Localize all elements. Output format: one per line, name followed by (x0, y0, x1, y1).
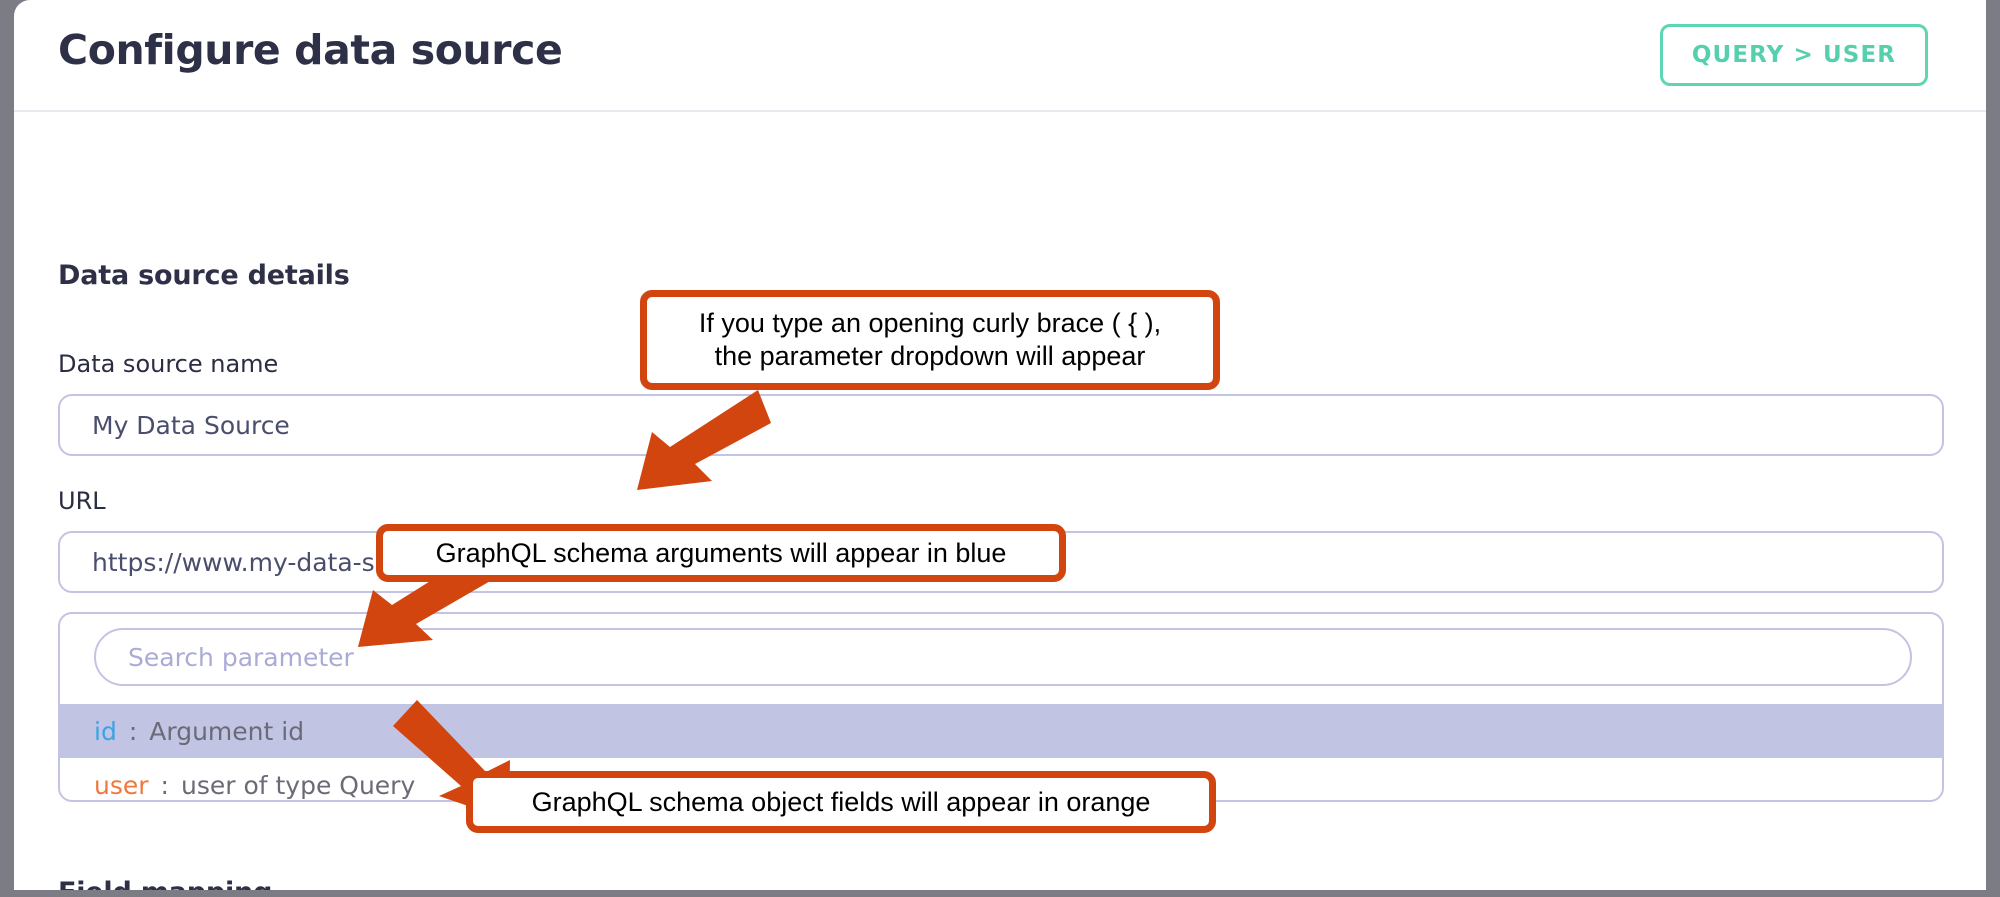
parameter-list: id : Argument id user : user of type Que… (60, 704, 1942, 800)
parameter-description-id: Argument id (149, 716, 305, 746)
parameter-key-user: user (94, 770, 149, 800)
parameter-colon: : (128, 716, 138, 746)
parameter-dropdown-panel: Search parameter id : Argument id user :… (58, 612, 1944, 802)
parameter-option-id[interactable]: id : Argument id (60, 704, 1942, 758)
annotation-callout-1: If you type an opening curly brace ( { )… (640, 290, 1220, 390)
search-parameter-input[interactable]: Search parameter (94, 628, 1912, 686)
annotation-callout-1-line1: If you type an opening curly brace ( { )… (698, 308, 1162, 339)
page-title: Configure data source (58, 26, 563, 74)
parameter-description-user: user of type Query (180, 770, 416, 800)
data-source-name-input[interactable]: My Data Source (58, 394, 1944, 456)
query-user-breadcrumb-button[interactable]: QUERY > USER (1660, 24, 1928, 86)
annotation-callout-3-line1: GraphQL schema object fields will appear… (531, 786, 1151, 817)
parameter-option-user[interactable]: user : user of type Query (60, 758, 1942, 800)
url-label: URL (58, 487, 106, 515)
window-header: Configure data source QUERY > USER (14, 0, 1986, 112)
annotation-callout-2: GraphQL schema arguments will appear in … (376, 524, 1066, 582)
data-source-details-heading: Data source details (58, 260, 350, 291)
parameter-colon: : (160, 770, 169, 800)
annotation-callout-3: GraphQL schema object fields will appear… (466, 771, 1216, 833)
data-source-name-label: Data source name (58, 350, 279, 378)
parameter-key-id: id (94, 716, 117, 746)
annotation-callout-1-line2: the parameter dropdown will appear (714, 341, 1146, 371)
field-mapping-heading: Field mapping (58, 877, 272, 890)
configure-data-source-window: Configure data source QUERY > USER Data … (14, 0, 1986, 890)
annotation-callout-2-line1: GraphQL schema arguments will appear in … (435, 537, 1007, 568)
